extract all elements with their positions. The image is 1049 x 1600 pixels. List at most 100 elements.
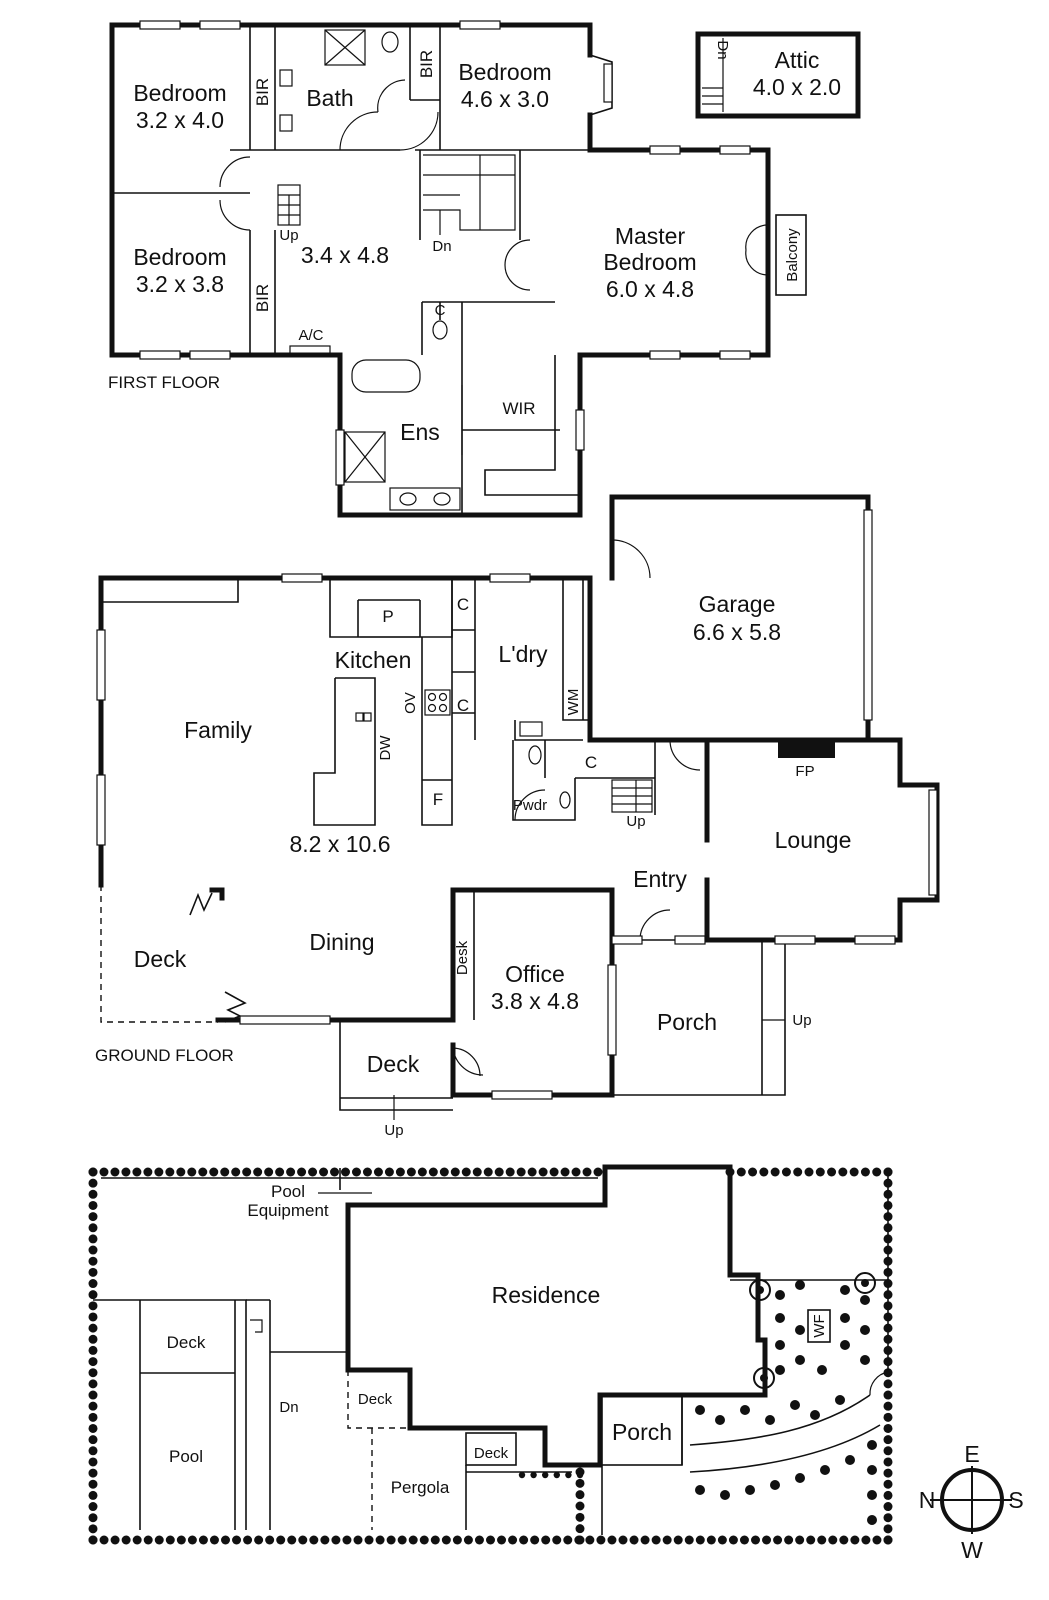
- hedge-dot: [883, 1513, 893, 1523]
- hedge-dot: [286, 1167, 296, 1177]
- hedge-dot: [872, 1535, 882, 1545]
- hedge-dot: [461, 1167, 471, 1177]
- hedge-dot: [88, 1267, 98, 1277]
- stairs-up-label: Up: [626, 813, 645, 830]
- hedge-dot: [770, 1480, 780, 1490]
- oven-label: OV: [402, 692, 419, 714]
- hedge-dot: [565, 1471, 572, 1479]
- hedge-dot: [773, 1535, 783, 1545]
- hedge-dot: [651, 1535, 661, 1545]
- hedge-dot: [759, 1167, 769, 1177]
- stairs-down-label: Dn: [432, 238, 451, 255]
- hedge-dot: [430, 1535, 440, 1545]
- hedge-dot: [297, 1167, 307, 1177]
- hedge-dot: [143, 1167, 153, 1177]
- desk-label: Desk: [454, 940, 471, 975]
- hedge-dot: [828, 1535, 838, 1545]
- hedge-dot: [575, 1490, 585, 1500]
- hedge-dot: [845, 1455, 855, 1465]
- hedge-dot: [883, 1468, 893, 1478]
- hedge-dot: [386, 1535, 396, 1545]
- hedge-dot: [88, 1412, 98, 1422]
- hedge-dot: [494, 1167, 504, 1177]
- hedge-dot: [662, 1535, 672, 1545]
- hedge-dot: [527, 1167, 537, 1177]
- hedge-dot: [765, 1415, 775, 1425]
- hedge-dot: [364, 1535, 374, 1545]
- hedge-dot: [486, 1535, 495, 1545]
- hedge-dot: [209, 1167, 219, 1177]
- hedge-dot: [883, 1502, 893, 1512]
- hedge-dot: [618, 1535, 628, 1545]
- hedge-dot: [221, 1535, 230, 1545]
- hedge-dot: [242, 1167, 252, 1177]
- hedge-dot: [351, 1167, 361, 1177]
- hedge-dot: [88, 1479, 98, 1489]
- hedge-dot: [784, 1535, 794, 1545]
- garage-dimensions: 6.6 x 5.8: [693, 619, 781, 645]
- hedge-dot: [154, 1167, 164, 1177]
- hedge-dot: [861, 1279, 869, 1287]
- hedge-dot: [88, 1167, 98, 1177]
- hedge-dot: [596, 1535, 606, 1545]
- dishwasher-label: DW: [377, 735, 394, 761]
- hedge-dot: [575, 1501, 585, 1511]
- compass-e: E: [964, 1441, 979, 1467]
- fridge-label: F: [433, 790, 443, 809]
- hedge-dot: [330, 1167, 340, 1177]
- hedge-dot: [88, 1457, 98, 1467]
- attic-dn-label: Dn: [714, 40, 731, 59]
- hedge-dot: [88, 1390, 98, 1400]
- hedge-dot: [795, 1355, 805, 1365]
- porch-up-label: Up: [792, 1012, 811, 1029]
- hedge-dot: [736, 1167, 746, 1177]
- hedge-dot: [88, 1223, 98, 1233]
- hall-dimensions: 3.4 x 4.8: [301, 242, 389, 268]
- hedge-dot: [793, 1167, 803, 1177]
- hedge-dot: [815, 1167, 825, 1177]
- hedge-dot: [883, 1457, 893, 1467]
- hedge-dot: [575, 1524, 585, 1534]
- office-dimensions: 3.8 x 4.8: [491, 988, 579, 1014]
- hedge-dot: [607, 1535, 617, 1545]
- hedge-dot: [530, 1471, 537, 1479]
- hedge-dot: [516, 1167, 526, 1177]
- hedge-dot: [483, 1167, 493, 1177]
- hedge-dot: [419, 1535, 429, 1545]
- hedge-dot: [428, 1167, 438, 1177]
- dining-label: Dining: [309, 929, 374, 955]
- hedge-dot: [375, 1535, 385, 1545]
- hedge-dot: [775, 1290, 785, 1300]
- pantry-label: P: [382, 607, 393, 626]
- family-label: Family: [184, 717, 252, 743]
- hedge-dot: [373, 1167, 383, 1177]
- first-floor-label: FIRST FLOOR: [108, 373, 220, 392]
- hedge-dot: [397, 1535, 407, 1545]
- powder-room-label: Pwdr: [513, 797, 547, 814]
- hedge-dot: [860, 1355, 870, 1365]
- hedge-dot: [88, 1357, 98, 1367]
- hedge-dot: [883, 1446, 893, 1456]
- hedge-dot: [770, 1167, 780, 1177]
- family-dimensions: 8.2 x 10.6: [289, 831, 390, 857]
- kitchen-label: Kitchen: [335, 647, 412, 673]
- hedge-dot: [795, 1473, 805, 1483]
- hedge-dot: [165, 1167, 175, 1177]
- hedge-dot: [542, 1471, 549, 1479]
- first-floor-plan: Bedroom 3.2 x 4.0 Bedroom 3.2 x 3.8 Bath…: [108, 20, 861, 518]
- hedge-dot: [320, 1535, 330, 1545]
- hedge-dot: [695, 1485, 705, 1495]
- hedge-dot: [319, 1167, 329, 1177]
- garage-name: Garage: [699, 591, 776, 617]
- hedge-dot: [530, 1535, 540, 1545]
- hedge-dot: [99, 1167, 109, 1177]
- hedge-dot: [552, 1535, 562, 1545]
- hedge-dot: [575, 1535, 585, 1545]
- hedge-dot: [575, 1478, 585, 1488]
- hedge-dot: [88, 1435, 98, 1445]
- hedge-dot: [88, 1535, 98, 1545]
- hedge-dot: [309, 1535, 319, 1545]
- washing-machine-label: WM: [565, 689, 582, 716]
- hedge-dot: [728, 1535, 738, 1545]
